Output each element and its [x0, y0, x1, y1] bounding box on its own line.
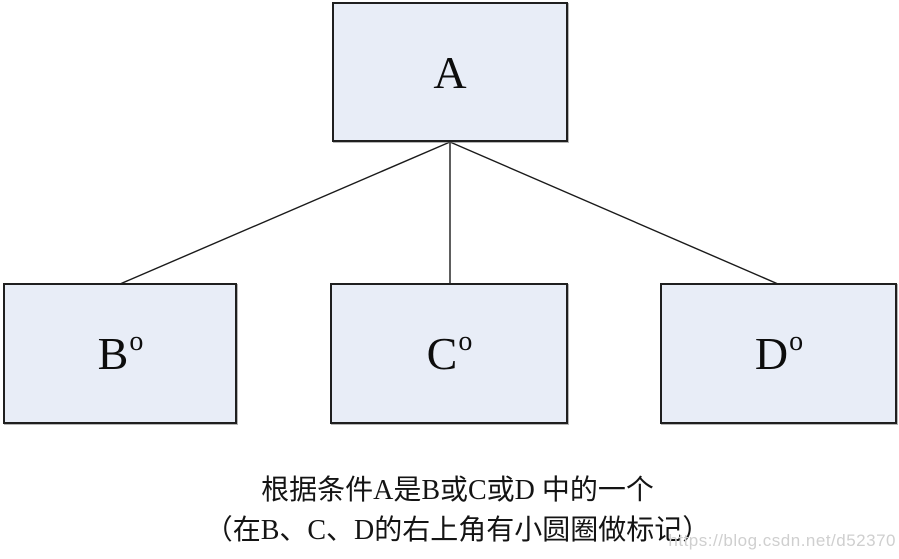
node-a: A: [332, 2, 568, 142]
watermark-url: https://blog.csdn.net/d52370: [668, 531, 896, 550]
edge-a-b: [119, 141, 451, 285]
node-a-label: A: [433, 46, 467, 98]
caption-line-1: 根据条件A是B或C或D 中的一个: [261, 475, 654, 506]
node-d-label: D: [754, 328, 789, 379]
node-c-label: C: [426, 328, 458, 379]
node-b-label: B: [97, 328, 129, 379]
diagram-caption: 根据条件A是B或C或D 中的一个 （在B、C、D的右上角有小圆圈做标记）: [0, 471, 899, 551]
caption-line-2: （在B、C、D的右上角有小圆圈做标记）: [204, 515, 711, 546]
edge-a-d: [449, 141, 779, 285]
